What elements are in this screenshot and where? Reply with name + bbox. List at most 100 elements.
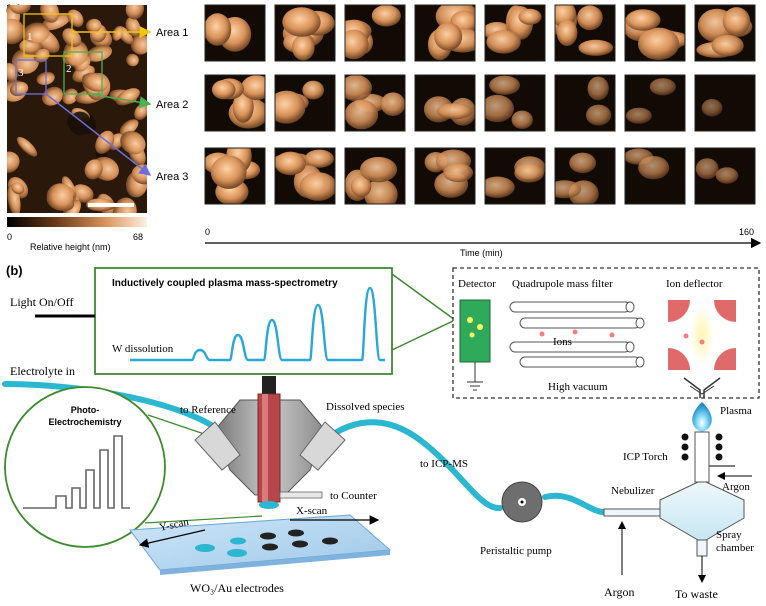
x-scan-label: X-scan [296, 505, 328, 517]
frame-area2-2 [274, 74, 336, 132]
frame-area2-4 [414, 74, 476, 132]
ion-deflector-label: Ion deflector [666, 278, 723, 290]
afm-overview-image [7, 5, 147, 213]
frame-area3-7 [624, 147, 686, 205]
argon-torch-label: Argon [722, 481, 750, 493]
to-counter-label: to Counter [330, 490, 377, 502]
spray-chamber-label-1: Spray [716, 529, 742, 541]
afm-grain [125, 5, 145, 20]
frame-area3-6 [554, 147, 616, 205]
photo-ec-label-line1: Photo- [71, 405, 100, 415]
frame-area1-7 [624, 4, 686, 62]
afm-grain [130, 34, 147, 55]
frame-area3-5 [484, 147, 546, 205]
frame-area1-3 [344, 4, 406, 62]
afm-grain [9, 5, 31, 15]
w-dissolution-label: W dissolution [112, 343, 174, 355]
afm-grain [126, 53, 139, 67]
photo-ec-pointer-bottom [144, 515, 263, 524]
high-vacuum-box [452, 267, 760, 399]
y-scan-arrow [138, 529, 206, 548]
colorbar-caption: Relative height (nm) [30, 242, 111, 252]
electrodes-label: WO₃/Au electrodes [190, 581, 284, 595]
frame-area2-1 [204, 74, 266, 132]
afm-grain [69, 111, 92, 136]
afm-grain [112, 26, 124, 41]
afm-grain [9, 81, 29, 97]
area3-outline [15, 59, 47, 95]
icp-torch-label: ICP Torch [623, 451, 668, 463]
icpms-signal-trace [130, 286, 385, 362]
frame-area3-3 [344, 147, 406, 205]
light-on-off-label: Light On/Off [10, 295, 73, 309]
plasma-label: Plasma [720, 405, 752, 417]
afm-grain [7, 151, 20, 174]
colorbar-min: 0 [7, 232, 12, 242]
frame-area1-6 [554, 4, 616, 62]
afm-grain [119, 119, 139, 136]
afm-grain [7, 18, 25, 45]
nebulizer-label: Nebulizer [611, 485, 655, 497]
scale-bar [88, 203, 134, 207]
frame-area1-2 [274, 4, 336, 62]
colorbar-max: 68 [133, 232, 143, 242]
detector-label: Detector [458, 278, 496, 290]
afm-grain [84, 159, 103, 180]
afm-grain [120, 131, 146, 155]
to-reference-label: to Reference [180, 404, 236, 416]
quadrupole-label: Quadrupole mass filter [512, 278, 613, 290]
afm-grain [11, 182, 25, 195]
ion-deflector [668, 300, 736, 398]
colorbar [7, 217, 147, 227]
afm-grain [7, 62, 18, 82]
area1-outline [23, 13, 73, 57]
afm-grain [63, 39, 89, 66]
afm-grain [17, 136, 38, 157]
spray-chamber [659, 481, 745, 557]
area2-outline [63, 51, 103, 95]
to-icpms-label: to ICP-MS [420, 458, 468, 470]
afm-grain [23, 22, 50, 44]
electrolyte-in-label: Electrolyte in [10, 364, 75, 378]
region-number-1: 1 [27, 31, 33, 43]
quadrupole-rods [509, 301, 645, 368]
region-number-3: 3 [18, 67, 24, 79]
peristaltic-pump [501, 481, 543, 523]
frame-area2-6 [554, 74, 616, 132]
frame-area3-1 [204, 147, 266, 205]
time-axis-start: 0 [205, 227, 210, 237]
frame-area2-8 [694, 74, 756, 132]
high-vacuum-label: High vacuum [548, 381, 608, 393]
icp-torch [681, 402, 735, 483]
frame-area3-8 [694, 147, 756, 205]
region-number-2: 2 [66, 63, 72, 75]
electrochemical-cell [194, 376, 346, 509]
area1-label: Area 1 [156, 27, 188, 39]
photocurrent-trace [23, 435, 130, 509]
photo-ec-circle [4, 386, 166, 548]
ions-label: Ions [553, 336, 572, 348]
peristaltic-pump-label: Peristaltic pump [480, 545, 552, 557]
afm-grain [40, 5, 60, 23]
area2-label: Area 2 [156, 99, 188, 111]
icpms-callout-box [94, 267, 393, 375]
area3-label: Area 3 [156, 171, 188, 183]
detector [459, 299, 491, 391]
area2-arrow [89, 93, 152, 109]
outlet-tube [307, 419, 503, 511]
afm-grain [86, 18, 102, 33]
afm-grain [62, 88, 78, 105]
photo-ec-label-line2: Electrochemistry [48, 417, 121, 427]
afm-grain [11, 48, 40, 74]
time-axis-label: Time (min) [460, 248, 503, 258]
frame-area2-3 [344, 74, 406, 132]
electrode-plate [129, 514, 392, 575]
frame-area2-7 [624, 74, 686, 132]
dissolved-species-label: Dissolved species [326, 401, 405, 413]
frame-area1-4 [414, 4, 476, 62]
afm-grain [86, 45, 113, 62]
afm-grain [63, 199, 82, 213]
frame-area1-1 [204, 4, 266, 62]
